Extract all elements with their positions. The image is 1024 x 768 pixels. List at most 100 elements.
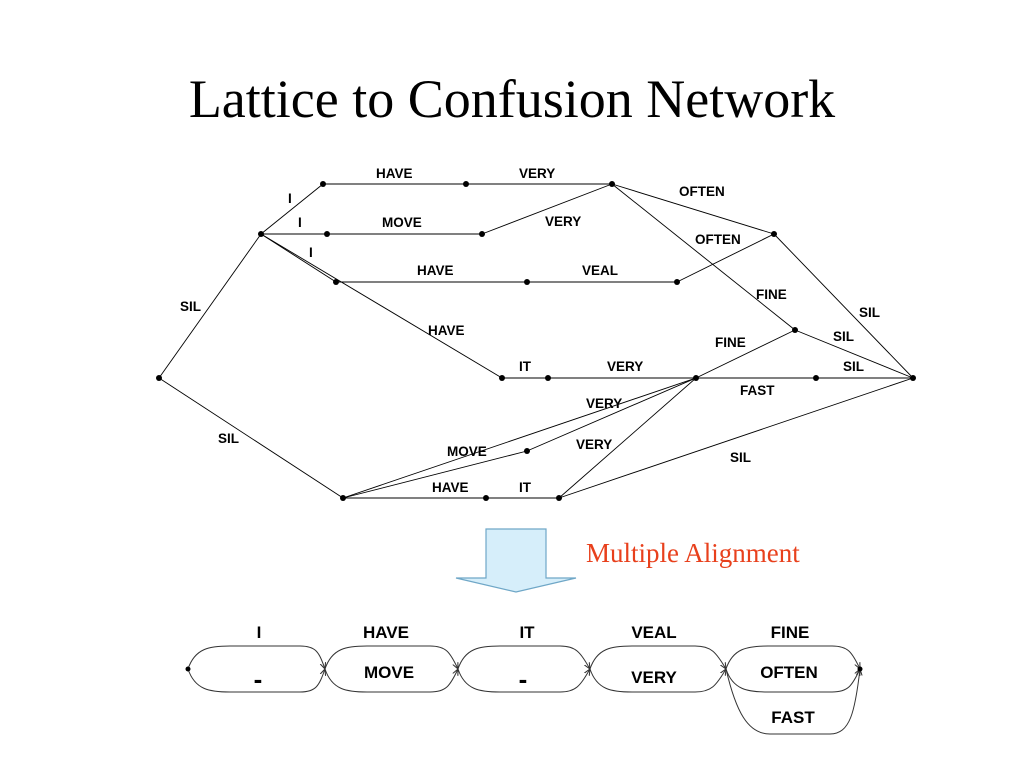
cn-arc-top [725,645,860,669]
cn-arc-top [589,645,726,669]
edge [481,183,613,235]
edge [558,377,914,499]
edge-label: HAVE [417,263,454,278]
edge [158,377,344,499]
edge-label: SIL [218,431,239,446]
cn-slot-2-top: HAVE [363,623,409,642]
cn-slot-1-top: I [257,623,262,642]
lattice-node [258,231,264,237]
cn-node [185,666,191,672]
edge-label: SIL [833,329,854,344]
edge-label: FINE [756,287,787,302]
lattice-node [340,495,346,501]
edge-label: VEAL [582,263,618,278]
cn-arc-bottom [324,669,458,693]
edge [260,233,337,283]
cn-slot-2-bottom: MOVE [364,663,414,682]
edge [611,183,775,235]
edge-label: VERY [586,396,622,411]
edge-label: VERY [519,166,555,181]
cn-arc-bottom [187,669,325,693]
edge-label: HAVE [428,323,465,338]
lattice-node [479,231,485,237]
lattice-node [556,495,562,501]
lattice-edges [158,183,914,499]
cn-arc-top [457,645,590,669]
cn-slot-3-bottom: - [519,664,528,694]
lattice-node [524,279,530,285]
edge-label: IT [519,359,532,374]
cn-arc-top [324,645,458,669]
lattice-node [693,375,699,381]
edge-label: IT [519,480,532,495]
edge [676,233,775,283]
edge [260,233,503,379]
cn-node [857,666,863,672]
edge [342,450,528,499]
cn-arc-bottom [725,669,860,693]
cn-slot-4-bottom: VERY [631,668,677,687]
edge [342,377,697,499]
lattice-node [771,231,777,237]
cn-nodes [185,666,863,672]
edge-label: FINE [715,335,746,350]
lattice-node [483,495,489,501]
edge [794,329,914,379]
edge-label: SIL [859,305,880,320]
down-arrow-icon [455,528,577,593]
edge-label: OFTEN [679,184,725,199]
confusion-network: I - HAVE MOVE IT - VEAL VERY FINE OFTEN … [185,623,863,735]
cn-slot-3-top: IT [519,623,535,642]
lattice-node [156,375,162,381]
lattice-nodes [156,181,916,501]
edge [526,377,697,452]
edge-label: OFTEN [695,232,741,247]
lattice-node [792,327,798,333]
lattice-graph: I HAVE VERY OFTEN I MOVE VERY OFTEN I HA… [156,166,916,501]
cn-labels: I - HAVE MOVE IT - VEAL VERY FINE OFTEN … [254,623,818,727]
cn-slot-4-top: VEAL [631,623,676,642]
lattice-node [609,181,615,187]
edge-label: VERY [576,437,612,452]
cn-slot-5-top: FINE [771,623,810,642]
edge-label: I [298,215,302,230]
edge-label: HAVE [376,166,413,181]
edge-label: SIL [730,450,751,465]
cn-arc-extra [725,669,860,735]
edge-label: I [309,245,313,260]
lattice-node [524,448,530,454]
cn-slot-1-bottom: - [254,664,263,694]
edge-label: VERY [607,359,643,374]
alignment-label: Multiple Alignment [586,538,800,568]
edge [695,329,796,379]
lattice-node [545,375,551,381]
edge-label: HAVE [432,480,469,495]
lattice-node [674,279,680,285]
lattice-node [463,181,469,187]
lattice-node [499,375,505,381]
edge [773,233,914,379]
slide-title: Lattice to Confusion Network [188,69,836,129]
lattice-labels: I HAVE VERY OFTEN I MOVE VERY OFTEN I HA… [180,166,880,495]
cn-arc-bottom [457,669,590,693]
edge [611,183,796,331]
edge [558,377,697,499]
edge [260,183,324,235]
lattice-node [813,375,819,381]
cn-slot-5-extra: FAST [771,708,815,727]
lattice-node [333,279,339,285]
edge-label: I [288,191,292,206]
edge-label: SIL [843,359,864,374]
edge-label: VERY [545,214,581,229]
cn-slot-5-bottom: OFTEN [760,663,818,682]
cn-arc-bottom [589,669,726,693]
edge-label: MOVE [382,215,422,230]
lattice-node [324,231,330,237]
edge-label: SIL [180,299,201,314]
lattice-node [910,375,916,381]
edge [158,233,262,379]
cn-arc-top [187,645,325,669]
lattice-node [320,181,326,187]
edge-label: MOVE [447,444,487,459]
